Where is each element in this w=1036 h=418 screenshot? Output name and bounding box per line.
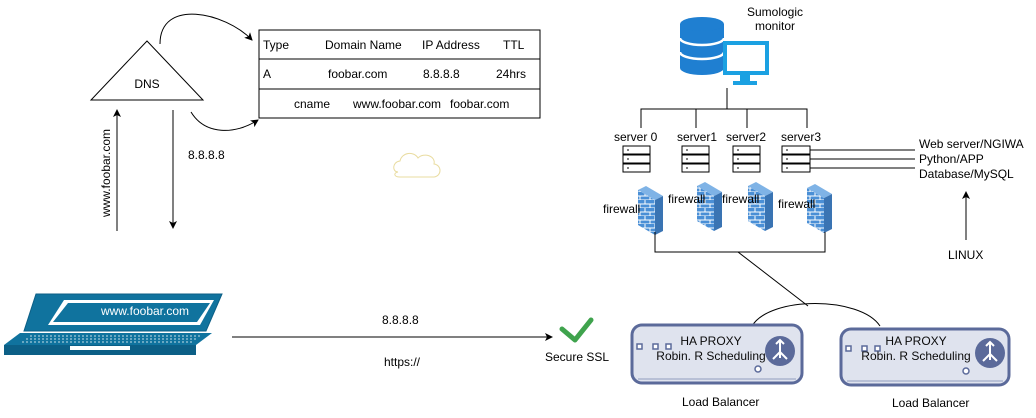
firewall-label-3: firewall — [778, 197, 816, 211]
laptop-icon — [4, 293, 223, 355]
dns-to-table-arrow-bottom — [190, 111, 259, 131]
stack-links — [810, 149, 915, 169]
cloud-shape — [393, 153, 441, 178]
lb-1-caption: Load Balancer — [892, 396, 970, 410]
server-name-1: server1 — [677, 130, 718, 144]
os-label: LINUX — [948, 248, 984, 262]
dns-triangle — [89, 40, 205, 101]
table-header-type: Type — [263, 38, 290, 52]
lb-0-line2: Robin. R Scheduling — [656, 349, 766, 363]
database-icon — [678, 17, 726, 75]
load-balancer-icon-0 — [630, 323, 804, 385]
lb-0-caption: Load Balancer — [682, 395, 760, 409]
server-name-0: server 0 — [614, 130, 658, 144]
lb-1-line1: HA PROXY — [885, 334, 947, 348]
server-bus — [640, 108, 808, 128]
server-icon-1 — [681, 145, 710, 173]
monitor-icon — [723, 41, 769, 85]
dns-record-table — [258, 29, 541, 119]
table-cell-cname-type: cname — [294, 97, 331, 111]
stack-item-db: Database/MySQL — [919, 167, 1014, 181]
monitor-label-line1: Sumologic — [746, 5, 804, 19]
firewall-icon-0 — [638, 186, 663, 235]
lb-0-line1: HA PROXY — [680, 334, 742, 348]
table-cell-cname-alias: www.foobar.com — [353, 97, 442, 111]
server-icon-3 — [781, 145, 811, 173]
table-header-ttl: TTL — [503, 38, 525, 52]
server-icon-2 — [732, 145, 761, 173]
server-name-2: server2 — [726, 130, 767, 144]
lb-1-line2: Robin. R Scheduling — [861, 349, 971, 363]
firewall-icon-3 — [807, 184, 832, 233]
laptop-screen-label: www.foobar.com — [100, 304, 190, 318]
table-cell-type: A — [263, 67, 272, 81]
bus-to-lb — [737, 251, 809, 307]
firewall-icon-1 — [697, 182, 722, 231]
connection-protocol-label: https:// — [384, 355, 421, 369]
firewall-icon-2 — [748, 182, 773, 231]
table-cell-domain: foobar.com — [328, 67, 388, 81]
check-icon — [559, 317, 594, 343]
server-name-3: server3 — [781, 130, 822, 144]
table-header-ip: IP Address — [422, 38, 480, 52]
stack-item-web: Web server/NGIWA — [919, 137, 1024, 151]
lb-link — [751, 303, 881, 327]
table-cell-ip: 8.8.8.8 — [423, 67, 460, 81]
table-cell-cname-target: foobar.com — [450, 97, 510, 111]
stack-item-app: Python/APP — [919, 152, 984, 166]
server-icon-0 — [622, 145, 651, 173]
query-label: www.foobar.com — [99, 128, 113, 218]
firewall-bus — [654, 232, 826, 253]
connection-ip-label: 8.8.8.8 — [382, 313, 419, 327]
dns-to-table-arrow-top — [159, 13, 253, 45]
firewall-label-0: firewall — [603, 202, 641, 216]
table-cell-ttl: 24hrs — [496, 67, 527, 81]
answer-label: 8.8.8.8 — [188, 148, 225, 162]
monitor-label-line2: monitor — [754, 19, 795, 33]
ssl-label: Secure SSL — [545, 350, 610, 364]
firewall-label-2: firewall — [722, 192, 760, 206]
load-balancer-icon-1 — [839, 327, 1011, 387]
table-header-domain: Domain Name — [325, 38, 402, 52]
dns-label: DNS — [134, 77, 160, 91]
firewall-label-1: firewall — [668, 192, 706, 206]
